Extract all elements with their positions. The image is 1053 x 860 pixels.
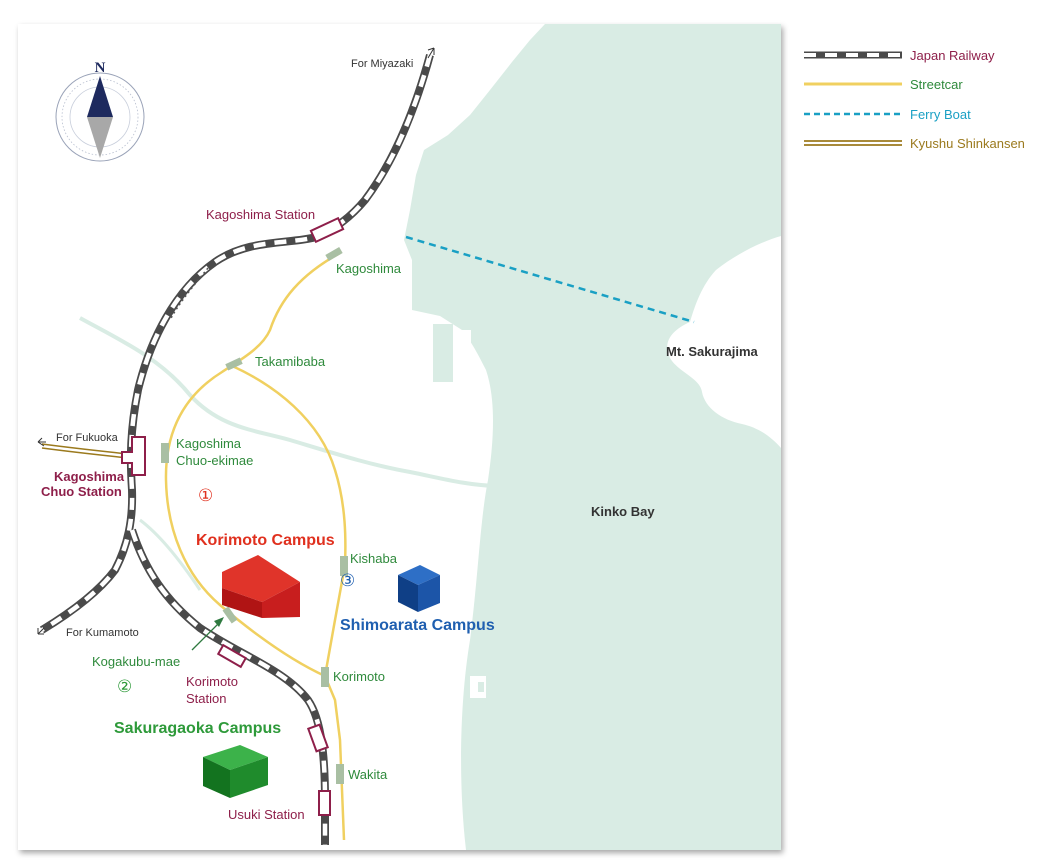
compass-north-icon	[87, 76, 113, 117]
kagoshima-station-marker[interactable]	[309, 216, 345, 244]
korimoto-campus-label[interactable]: Korimoto Campus	[196, 532, 335, 549]
chuo-ekimae-stop-label-2: Chuo-ekimae	[176, 453, 253, 468]
legend: Japan Railway Streetcar Ferry Boat Kyush…	[804, 48, 1025, 151]
kishaba-stop-label: Kishaba	[350, 551, 398, 566]
compass-north-label: N	[95, 60, 106, 76]
arrow-miyazaki-icon	[427, 47, 435, 59]
shimoarata-campus-number: ③	[340, 571, 355, 591]
streetcar-stop-chuo-ekimae[interactable]	[161, 443, 169, 463]
korimoto-station-label-1: Korimoto	[186, 674, 238, 689]
wakita-stop-label: Wakita	[348, 767, 388, 782]
legend-label: Japan Railway	[910, 48, 995, 63]
legend-japan-railway: Japan Railway	[804, 48, 995, 63]
mt-sakurajima-label: Mt. Sakurajima	[666, 344, 759, 359]
korimoto-campus-building[interactable]	[222, 555, 300, 618]
legend-label: Kyushu Shinkansen	[910, 136, 1025, 151]
korimoto-campus-number: ①	[198, 486, 213, 506]
kagoshima-stop-label: Kagoshima	[336, 261, 402, 276]
for-miyazaki-label: For Miyazaki	[351, 58, 413, 70]
legend-label: Ferry Boat	[910, 107, 971, 122]
takamibaba-stop-label: Takamibaba	[255, 354, 326, 369]
jr-old-line	[169, 267, 209, 321]
pointer-arrow-icon	[191, 619, 223, 651]
legend-streetcar: Streetcar	[804, 77, 963, 92]
compass-rose: N	[55, 60, 145, 162]
streetcar-stop-kishaba[interactable]	[340, 556, 348, 576]
shimoarata-campus-building[interactable]	[398, 565, 440, 612]
streetcar-stop-takamibaba[interactable]	[225, 357, 243, 371]
pointer-arrowhead-icon	[214, 617, 224, 627]
kagoshima-chuo-station-marker[interactable]	[121, 436, 146, 476]
pier-gap	[457, 330, 471, 380]
sakuragaoka-campus-building[interactable]	[203, 745, 268, 798]
pier	[433, 324, 453, 382]
chuo-ekimae-stop-label-1: Kagoshima	[176, 436, 242, 451]
usuki-station-marker[interactable]	[318, 790, 331, 816]
kinko-bay-label: Kinko Bay	[591, 504, 655, 519]
kagoshima-station-label: Kagoshima Station	[206, 207, 315, 222]
kogakubu-mae-stop-label: Kogakubu-mae	[92, 654, 180, 669]
usuki-station-label: Usuki Station	[228, 807, 305, 822]
korimoto-station-label-2: Station	[186, 691, 226, 706]
sakuragaoka-campus-number: ②	[117, 677, 132, 697]
korimoto-station-marker[interactable]	[216, 643, 248, 669]
river	[79, 316, 497, 488]
legend-ferry-boat: Ferry Boat	[804, 107, 971, 122]
streetcar-stop-korimoto[interactable]	[321, 667, 329, 687]
kagoshima-chuo-station-label-1: Kagoshima	[54, 469, 125, 484]
river	[139, 518, 202, 591]
streetcar-stop-wakita[interactable]	[336, 764, 344, 784]
shimoarata-campus-label[interactable]: Shimoarata Campus	[340, 617, 495, 634]
compass-south-icon	[87, 117, 113, 158]
jr-main-line	[39, 53, 434, 634]
streetcar-stop-kogakubu-mae[interactable]	[222, 606, 238, 624]
legend-kyushu-shinkansen: Kyushu Shinkansen	[804, 136, 1025, 151]
for-fukuoka-label: For Fukuoka	[56, 432, 119, 444]
rail-station-marker[interactable]	[306, 723, 330, 753]
pier	[478, 682, 484, 692]
korimoto-stop-label: Korimoto	[333, 669, 385, 684]
arrow-fukuoka-icon	[37, 437, 46, 447]
legend-label: Streetcar	[910, 77, 963, 92]
kinko-bay-water	[404, 24, 781, 850]
streetcar-stop-kagoshima[interactable]	[325, 246, 343, 262]
streetcar-line	[229, 363, 347, 677]
sakuragaoka-campus-label[interactable]: Sakuragaoka Campus	[114, 720, 281, 737]
for-kumamoto-label: For Kumamoto	[66, 627, 139, 639]
kagoshima-chuo-station-label-2: Chuo Station	[41, 484, 122, 499]
ferry-route	[405, 235, 695, 324]
arrow-kumamoto-icon	[37, 627, 45, 635]
